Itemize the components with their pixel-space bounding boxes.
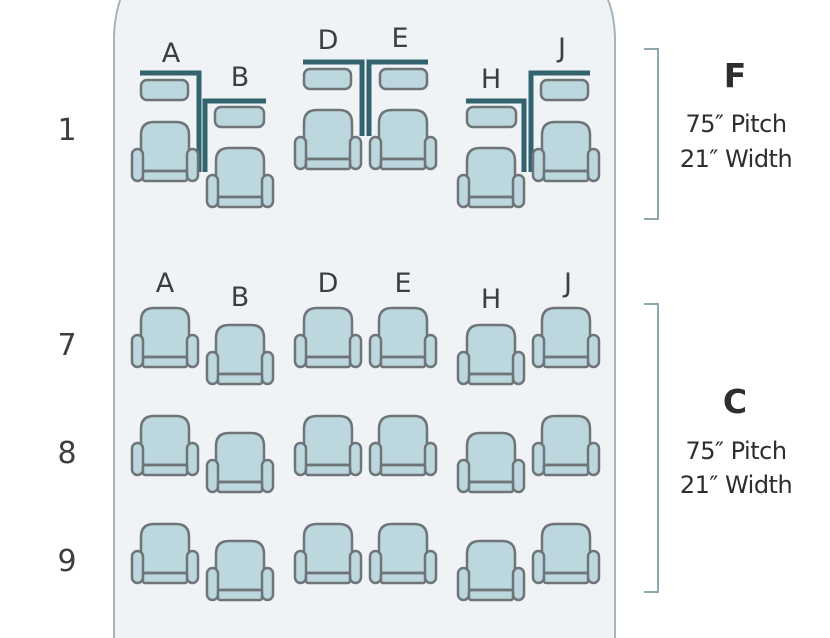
business-class-column-h: H — [481, 284, 501, 315]
seat-9H[interactable] — [456, 539, 526, 602]
seat-1D[interactable] — [293, 108, 363, 171]
seat-1J[interactable] — [531, 120, 601, 183]
seat-8A[interactable] — [130, 414, 200, 477]
seat-7J[interactable] — [531, 306, 601, 369]
seat-8B[interactable] — [205, 431, 275, 494]
first-class-column-j: J — [556, 33, 566, 64]
seat-1A[interactable] — [130, 120, 200, 183]
seat-8J[interactable] — [531, 414, 601, 477]
seat-9J[interactable] — [531, 522, 601, 585]
business-class-column-e: E — [394, 268, 411, 299]
seat-7H[interactable] — [456, 323, 526, 386]
seat-1H[interactable] — [456, 146, 526, 209]
seat-1E[interactable] — [368, 108, 438, 171]
seat-8E[interactable] — [368, 414, 438, 477]
seat-8H[interactable] — [456, 431, 526, 494]
business-class-column-b: B — [231, 282, 250, 313]
first-class-width: 21″ Width — [680, 145, 792, 173]
seat-9A[interactable] — [130, 522, 200, 585]
seat-8D[interactable] — [293, 414, 363, 477]
first-class-pitch: 75″ Pitch — [685, 110, 786, 138]
business-class-width: 21″ Width — [680, 471, 792, 499]
row-label-1: 1 — [57, 113, 76, 148]
seat-1B[interactable] — [205, 146, 275, 209]
business-class-column-j: J — [562, 268, 572, 299]
first-class-column-h: H — [481, 64, 501, 95]
suite-divider-icon — [140, 59, 590, 172]
first-class-bracket — [644, 48, 659, 220]
row-label-7: 7 — [57, 328, 76, 363]
business-class-bracket — [644, 303, 659, 593]
first-class-column-e: E — [391, 23, 408, 54]
first-class-column-labels: A B D E H J — [162, 23, 566, 95]
seat-7E[interactable] — [368, 306, 438, 369]
first-class-column-b: B — [231, 62, 250, 93]
business-class-pitch: 75″ Pitch — [685, 437, 786, 465]
row-label-8: 8 — [57, 436, 76, 471]
first-class-column-d: D — [318, 25, 339, 56]
business-class-code: C — [723, 382, 747, 421]
seat-7B[interactable] — [205, 323, 275, 386]
suite-trays — [139, 67, 590, 129]
seat-7D[interactable] — [293, 306, 363, 369]
seat-9B[interactable] — [205, 539, 275, 602]
first-class-code: F — [724, 56, 747, 95]
first-class-column-a: A — [162, 38, 181, 69]
business-class-column-d: D — [318, 268, 339, 299]
seat-9E[interactable] — [368, 522, 438, 585]
seat-9D[interactable] — [293, 522, 363, 585]
business-class-column-a: A — [156, 268, 175, 299]
row-label-9: 9 — [57, 544, 76, 579]
seat-7A[interactable] — [130, 306, 200, 369]
